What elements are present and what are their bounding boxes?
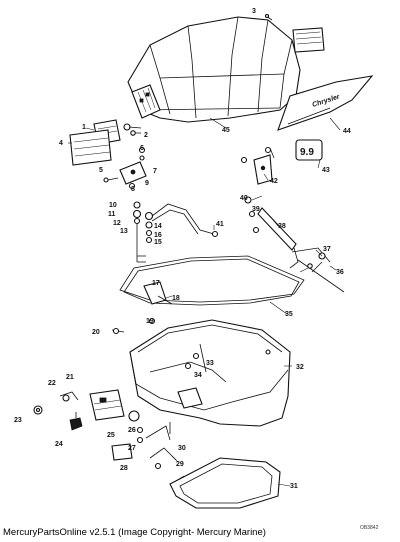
drain-plug <box>59 391 79 402</box>
hp-badge-text: 9.9 <box>300 147 314 158</box>
callout-8: 8 <box>131 186 135 193</box>
plate-28 <box>111 443 133 461</box>
bracket-42 <box>240 146 275 185</box>
grommet-26-28 <box>128 410 144 444</box>
callout-20: 20 <box>92 329 100 336</box>
callout-26: 26 <box>128 427 136 434</box>
callout-18: 18 <box>172 295 180 302</box>
callout-23: 23 <box>14 417 22 424</box>
callout-2: 2 <box>144 132 148 139</box>
top-cowl <box>127 16 301 123</box>
bottom-cowl <box>129 319 291 427</box>
callout-43: 43 <box>322 167 330 174</box>
bracket-27-29 <box>145 422 177 470</box>
cowl-label-plate <box>292 27 325 53</box>
callout-13: 13 <box>120 228 128 235</box>
callout-17: 17 <box>152 280 160 287</box>
callout-15: 15 <box>154 239 162 246</box>
callout-29: 29 <box>176 461 184 468</box>
callout-1: 1 <box>82 124 86 131</box>
callout-9: 9 <box>145 180 149 187</box>
bottom-cowl-seal <box>119 255 305 306</box>
callout-3: 3 <box>252 8 256 15</box>
callout-44: 44 <box>343 128 351 135</box>
plug-24 <box>69 412 83 431</box>
latch-bracket <box>103 146 147 190</box>
callout-16: 16 <box>154 232 162 239</box>
callout-14: 14 <box>154 223 162 230</box>
callout-21: 21 <box>66 374 74 381</box>
callout-35: 35 <box>285 311 293 318</box>
callout-34: 34 <box>194 372 202 379</box>
callout-30: 30 <box>178 445 186 452</box>
callout-7: 7 <box>153 168 157 175</box>
callout-41: 41 <box>216 221 224 228</box>
leader-lines <box>68 117 341 487</box>
callout-24: 24 <box>55 441 63 448</box>
callout-38: 38 <box>278 223 286 230</box>
hp-badge: 9.9 <box>295 139 323 161</box>
callout-10: 10 <box>109 202 117 209</box>
callout-33: 33 <box>206 360 214 367</box>
callout-19: 19 <box>146 318 154 325</box>
top-screw <box>264 13 273 21</box>
plate-screws <box>123 123 142 136</box>
washer-23 <box>33 405 43 415</box>
side-decal: Chrysler <box>277 75 374 131</box>
callout-22: 22 <box>48 380 56 387</box>
callout-4: 4 <box>59 140 63 147</box>
lower-front-plate <box>69 129 112 166</box>
callout-labels: 1 2 3 4 5 6 7 8 9 10 11 12 13 14 15 16 1… <box>14 8 351 490</box>
callout-31: 31 <box>290 483 298 490</box>
throttle-link-stack <box>132 201 219 263</box>
callout-36: 36 <box>336 269 344 276</box>
callout-40: 40 <box>240 195 248 202</box>
callout-25: 25 <box>107 432 115 439</box>
callout-32: 32 <box>296 364 304 371</box>
callout-42: 42 <box>270 178 278 185</box>
lever-17-18 <box>143 281 173 325</box>
callout-39: 39 <box>252 206 260 213</box>
callout-12: 12 <box>113 220 121 227</box>
lower-pan <box>169 457 281 509</box>
callout-27: 27 <box>128 445 136 452</box>
copyright-caption: MercuryPartsOnline v2.5.1 (Image Copyrig… <box>3 527 266 538</box>
cover-plate-25 <box>89 389 125 421</box>
callout-5: 5 <box>99 167 103 174</box>
callout-37: 37 <box>323 246 331 253</box>
diagram-reference-code: OB3842 <box>360 525 379 531</box>
shift-lever <box>244 196 331 269</box>
callout-45: 45 <box>222 127 230 134</box>
screw-20 <box>111 327 125 335</box>
callout-11: 11 <box>108 211 116 218</box>
callout-6: 6 <box>140 145 144 152</box>
callout-28: 28 <box>120 465 128 472</box>
